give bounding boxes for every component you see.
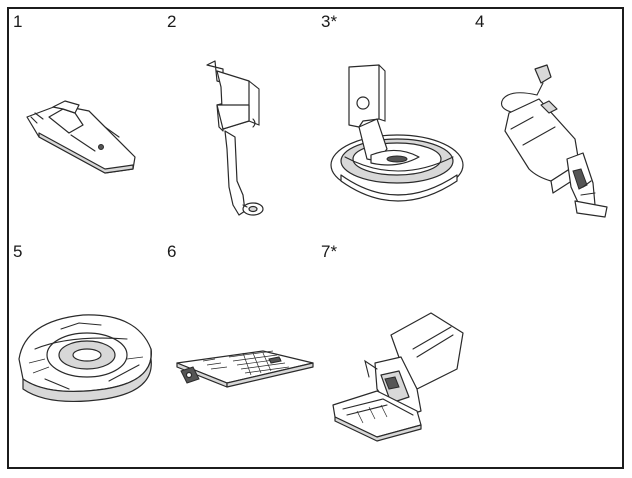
buttonhole-darning-foot-icon — [330, 64, 464, 202]
item-number: 5 — [13, 242, 23, 261]
item-number: 3* — [321, 12, 338, 31]
accessory-item-2: 2 — [163, 9, 317, 239]
item-number: 6 — [167, 242, 177, 261]
bobbin-case-icon — [18, 314, 152, 403]
accessories-panel: 1 2 3* — [7, 7, 624, 469]
accessory-item-6: 6 — [163, 239, 317, 469]
item-number: 4 — [475, 12, 485, 31]
item-number: 7* — [321, 242, 338, 261]
item-number: 2 — [167, 12, 177, 31]
zipper-foot-icon — [206, 60, 264, 216]
accessory-item-3: 3* — [317, 9, 471, 239]
item-number: 1 — [13, 12, 23, 31]
accessory-item-1: 1 — [9, 9, 163, 239]
accessory-item-4: 4 — [471, 9, 625, 239]
accessory-item-7: 7* — [317, 239, 471, 469]
accessory-item-5: 5 — [9, 239, 163, 469]
walking-foot-icon — [332, 312, 464, 442]
straight-stitch-needle-plate-icon — [176, 350, 314, 388]
zigzag-presser-foot-icon — [26, 100, 136, 174]
buttonhole-foot-icon — [500, 64, 608, 218]
